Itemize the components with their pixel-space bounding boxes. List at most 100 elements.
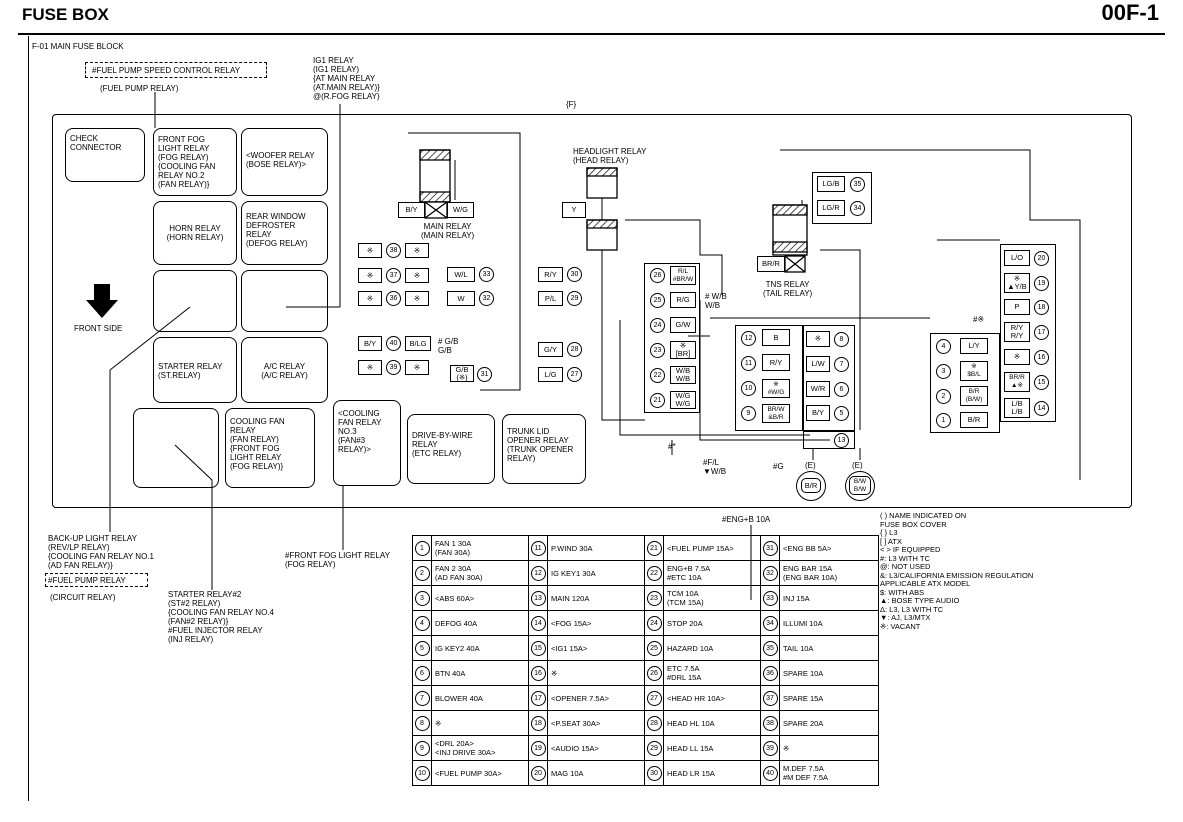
fuse-rating: SPARE 10A [779, 660, 879, 686]
empty-relay-3 [133, 408, 219, 488]
fuse-col-21-26-frame [644, 263, 700, 413]
fuel-pump-speed-label: #FUEL PUMP SPEED CONTROL RELAY [92, 66, 241, 75]
fuse-40-left: B/Y [358, 336, 382, 351]
fuse-number: 16 [528, 660, 548, 686]
fuse-rating: M.DEF 7.5A #M DEF 7.5A [779, 760, 879, 786]
fuse-number-badge: 13 [530, 590, 546, 606]
fuse-rating: TCM 10A (TCM 15A) [663, 585, 761, 611]
fuse-20-num: 20 [1034, 251, 1049, 266]
eng-b-label: #ENG+B 10A [722, 515, 771, 524]
fuse-number-badge: 8 [414, 715, 430, 731]
fuel-pump-relay-label: (FUEL PUMP RELAY) [100, 84, 179, 93]
front-fog-relay: FRONT FOG LIGHT RELAY (FOG RELAY) {COOLI… [153, 128, 237, 196]
fuse-22-conn: W/B W/B [670, 366, 696, 384]
fuse-number-badge: 19 [530, 740, 546, 756]
fuse-rating: <ENG BB 5A> [779, 535, 879, 561]
fuse-10-num: 10 [741, 381, 756, 396]
fuse-39-right: ※ [405, 360, 429, 375]
fuse-number: 10 [412, 760, 432, 786]
e-label-1: (E) [805, 461, 816, 470]
starter-2-label: STARTER RELAY#2 (ST#2 RELAY) {COOLING FA… [168, 590, 274, 644]
ig1-relay-label: IG1 RELAY (IG1 RELAY) {AT MAIN RELAY (AT… [313, 56, 380, 101]
tns-relay-label: TNS RELAY (TAIL RELAY) [763, 280, 813, 298]
fuse-rating: INJ 15A [779, 585, 879, 611]
fuse-26-conn: R/L #BR/W [670, 266, 696, 285]
fuse-14-num: 14 [1034, 401, 1049, 416]
fuse-33-num: 33 [479, 267, 494, 282]
fuse-number: 18 [528, 710, 548, 736]
connector-by: B/Y [398, 202, 425, 218]
fuse-number-badge: 11 [530, 540, 546, 556]
fuse-number-badge: 34 [762, 615, 778, 631]
fuse-19-num: 19 [1034, 276, 1049, 291]
fuse-17-num: 17 [1034, 325, 1049, 340]
fuse-37-left: ※ [358, 268, 382, 283]
e-connector-1-label: B/R [801, 478, 821, 493]
fuse-number: 36 [760, 660, 780, 686]
fuse-21-num: 21 [650, 393, 665, 408]
fuse-15-num: 15 [1034, 375, 1049, 390]
fuse-number: 35 [760, 635, 780, 661]
fuse-rating: BTN 40A [431, 660, 529, 686]
woofer-relay: <WOOFER RELAY (BOSE RELAY)> [241, 128, 328, 196]
fuse-21-conn: W/G W/G [670, 391, 696, 409]
fuse-number: 5 [412, 635, 432, 661]
fuse-number-badge: 27 [646, 690, 662, 706]
cooling-fan-relay: COOLING FAN RELAY (FAN RELAY) {FRONT FOG… [225, 408, 315, 488]
fuse-rating: <DRL 20A> <INJ DRIVE 30A> [431, 735, 529, 761]
fuse-6-conn: W/R [806, 381, 830, 397]
fuse-rating: HEAD LR 15A [663, 760, 761, 786]
title-rule [18, 33, 1165, 35]
fuse-rating: <AUDIO 15A> [547, 735, 645, 761]
fuse-number-badge: 15 [530, 640, 546, 656]
legend-item: ▲: BOSE TYPE AUDIO [880, 596, 960, 605]
fuse-1-num: 1 [936, 413, 951, 428]
fuse-number-badge: 4 [414, 615, 430, 631]
fuse-rating: <IG1 15A> [547, 635, 645, 661]
fuse-number-badge: 24 [646, 615, 662, 631]
fuse-number-badge: 36 [762, 665, 778, 681]
fuse-23-conn: ※ [BR] [670, 341, 696, 359]
fuse-rating: ※ [779, 735, 879, 761]
fuel-pump-speed-callout [85, 62, 267, 78]
hash-k-note: #※ [973, 315, 985, 324]
fuse-2-num: 2 [936, 389, 951, 404]
fuse-number-badge: 12 [530, 565, 546, 581]
fuse-rating: HAZARD 10A [663, 635, 761, 661]
fuse-13-frame [803, 431, 855, 449]
fuse-number-badge: 26 [646, 665, 662, 681]
fuse-number: 12 [528, 560, 548, 586]
fuse-rating: MAIN 120A [547, 585, 645, 611]
cooling-fan-relay-3: <COOLING FAN RELAY NO.3 (FAN#3 RELAY)> [333, 400, 401, 486]
fuse-rating: ※ [547, 660, 645, 686]
fuse-rating: SPARE 20A [779, 710, 879, 736]
fuse-rating: <ABS 60A> [431, 585, 529, 611]
fuse-2-conn: B/R (B/W) [960, 386, 988, 406]
fuse-18-num: 18 [1034, 300, 1049, 315]
e-connector-2 [845, 471, 875, 501]
fuse-rating: DEFOG 40A [431, 610, 529, 636]
fuse-rating: HEAD LL 15A [663, 735, 761, 761]
fuse-28-conn: G/Y [538, 342, 563, 357]
fuse-rating: ENG BAR 15A (ENG BAR 10A) [779, 560, 879, 586]
fuse-number-badge: 3 [414, 590, 430, 606]
fuse-number: 37 [760, 685, 780, 711]
fuse-number: 34 [760, 610, 780, 636]
empty-relay-1 [153, 270, 237, 332]
fuse-15-conn: BR/R ▲※ [1004, 372, 1030, 392]
fuse-29-num: 29 [567, 291, 582, 306]
fuse-number-badge: 9 [414, 740, 430, 756]
legend-item: @: NOT USED [880, 562, 931, 571]
fuse-3-num: 3 [936, 364, 951, 379]
front-side-arrow-icon [86, 284, 118, 318]
fuse-number: 1 [412, 535, 432, 561]
fuse-number-badge: 31 [762, 540, 778, 556]
fuse-34-conn: LG/R [817, 200, 845, 216]
fuse-number: 14 [528, 610, 548, 636]
fuse-33-conn: W/L [447, 267, 475, 282]
